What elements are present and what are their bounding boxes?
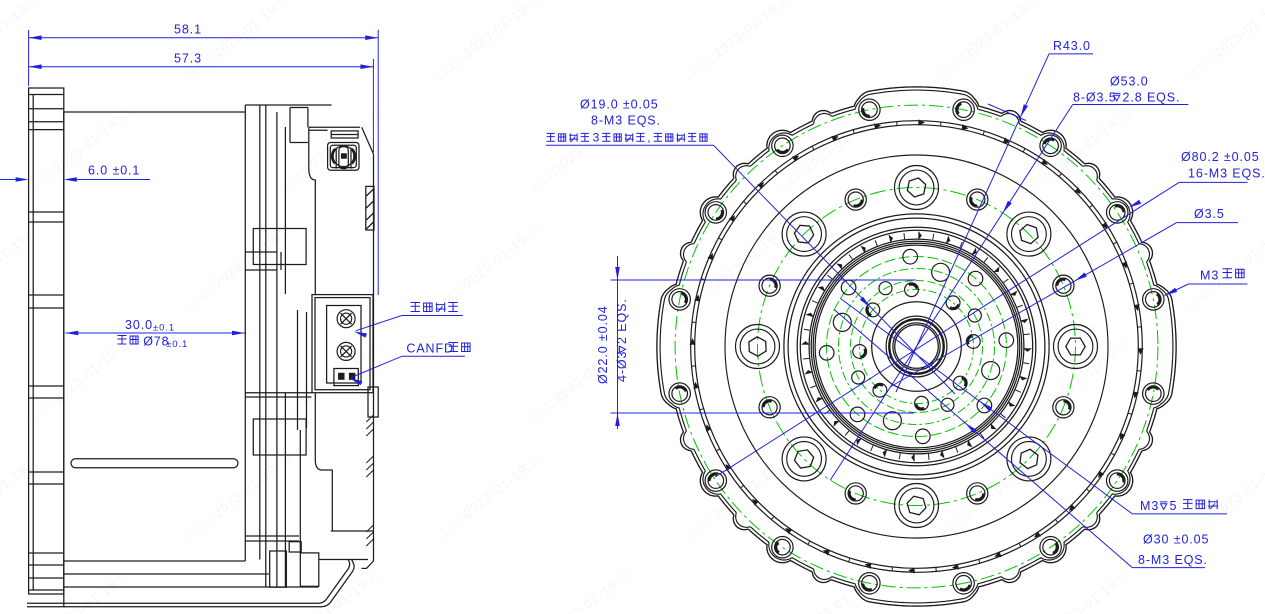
svg-text:□□□□2023-01-19□□: □□□□2023-01-19□□ — [273, 106, 384, 198]
svg-text:□□□□2023-01-19□□: □□□□2023-01-19□□ — [1023, 336, 1134, 428]
svg-text:57.3: 57.3 — [174, 52, 202, 66]
svg-text:□□□□2023-01-19□□: □□□□2023-01-19□□ — [23, 106, 134, 198]
svg-text:4-Ø3: 4-Ø3 — [615, 351, 629, 382]
svg-text:3: 3 — [593, 131, 601, 145]
svg-text:□□□□2023-01-19□□: □□□□2023-01-19□□ — [1183, 451, 1265, 543]
svg-text:□□□□2023-01-19□□: □□□□2023-01-19□□ — [183, 0, 294, 82]
svg-text:2.8 EQS.: 2.8 EQS. — [1123, 91, 1181, 105]
svg-text:□□□□2023-01-19□□: □□□□2023-01-19□□ — [1023, 106, 1134, 198]
svg-text:□□□□2023-01-19□□: □□□□2023-01-19□□ — [1023, 566, 1134, 614]
svg-text:□□□□2023-01-19□□: □□□□2023-01-19□□ — [0, 221, 44, 313]
svg-text:5: 5 — [1170, 499, 1178, 513]
svg-text:□□□□2023-01-19□□: □□□□2023-01-19□□ — [0, 0, 44, 82]
svg-text:Ø3.5: Ø3.5 — [1194, 207, 1225, 221]
svg-text:M3: M3 — [1200, 268, 1219, 282]
svg-text:8-M3 EQS.: 8-M3 EQS. — [591, 113, 661, 127]
svg-text:Ø80.2 ±0.05: Ø80.2 ±0.05 — [1181, 150, 1260, 164]
svg-text:CANFD: CANFD — [406, 342, 454, 356]
svg-text:□□□□2023-01-19□□: □□□□2023-01-19□□ — [433, 451, 544, 543]
svg-text:□□□□2023-01-19□□: □□□□2023-01-19□□ — [523, 566, 634, 614]
svg-text:□□□□2023-01-19□□: □□□□2023-01-19□□ — [1183, 0, 1265, 82]
svg-text:□□□□2023-01-19□□: □□□□2023-01-19□□ — [1183, 221, 1265, 313]
svg-text:Ø19.0 ±0.05: Ø19.0 ±0.05 — [580, 98, 659, 112]
svg-text:□□□□2023-01-19□□: □□□□2023-01-19□□ — [683, 0, 794, 82]
svg-text:□□□□2023-01-19□□: □□□□2023-01-19□□ — [433, 0, 544, 82]
svg-text:Ø30 ±0.05: Ø30 ±0.05 — [1143, 532, 1209, 546]
svg-text:16-M3 EQS.: 16-M3 EQS. — [1188, 167, 1265, 181]
svg-text:M3: M3 — [1140, 499, 1159, 513]
svg-text:□□□□2023-01-19□□: □□□□2023-01-19□□ — [933, 0, 1044, 82]
svg-text:Ø53.0: Ø53.0 — [1110, 75, 1149, 89]
svg-text:□□□□2023-01-19□□: □□□□2023-01-19□□ — [0, 451, 44, 543]
svg-text:6.0 ±0.1: 6.0 ±0.1 — [88, 164, 140, 178]
svg-text:±0.1: ±0.1 — [166, 339, 188, 350]
svg-text:8-Ø3.5: 8-Ø3.5 — [1073, 91, 1117, 105]
svg-text:□□□□2023-01-19□□: □□□□2023-01-19□□ — [773, 336, 884, 428]
svg-text:,: , — [647, 131, 651, 145]
svg-text:2 EQS.: 2 EQS. — [615, 298, 629, 344]
svg-text:8-M3 EQS.: 8-M3 EQS. — [1138, 553, 1208, 567]
svg-text:□□□□2023-01-19□□: □□□□2023-01-19□□ — [433, 221, 544, 313]
svg-text:□□□□2023-01-19□□: □□□□2023-01-19□□ — [273, 336, 384, 428]
svg-text:□□□□2023-01-19□□: □□□□2023-01-19□□ — [23, 336, 134, 428]
svg-text:58.1: 58.1 — [174, 23, 202, 37]
svg-text:□□□□2023-01-19□□: □□□□2023-01-19□□ — [773, 106, 884, 198]
svg-text:Ø22.0 ±0.04: Ø22.0 ±0.04 — [596, 305, 610, 384]
svg-text:±0.1: ±0.1 — [153, 323, 175, 334]
svg-text:30.0: 30.0 — [125, 318, 153, 332]
svg-text:□□□□2023-01-19□□: □□□□2023-01-19□□ — [933, 451, 1044, 543]
svg-text:R43.0: R43.0 — [1053, 39, 1091, 53]
svg-text:Ø78: Ø78 — [143, 335, 169, 349]
